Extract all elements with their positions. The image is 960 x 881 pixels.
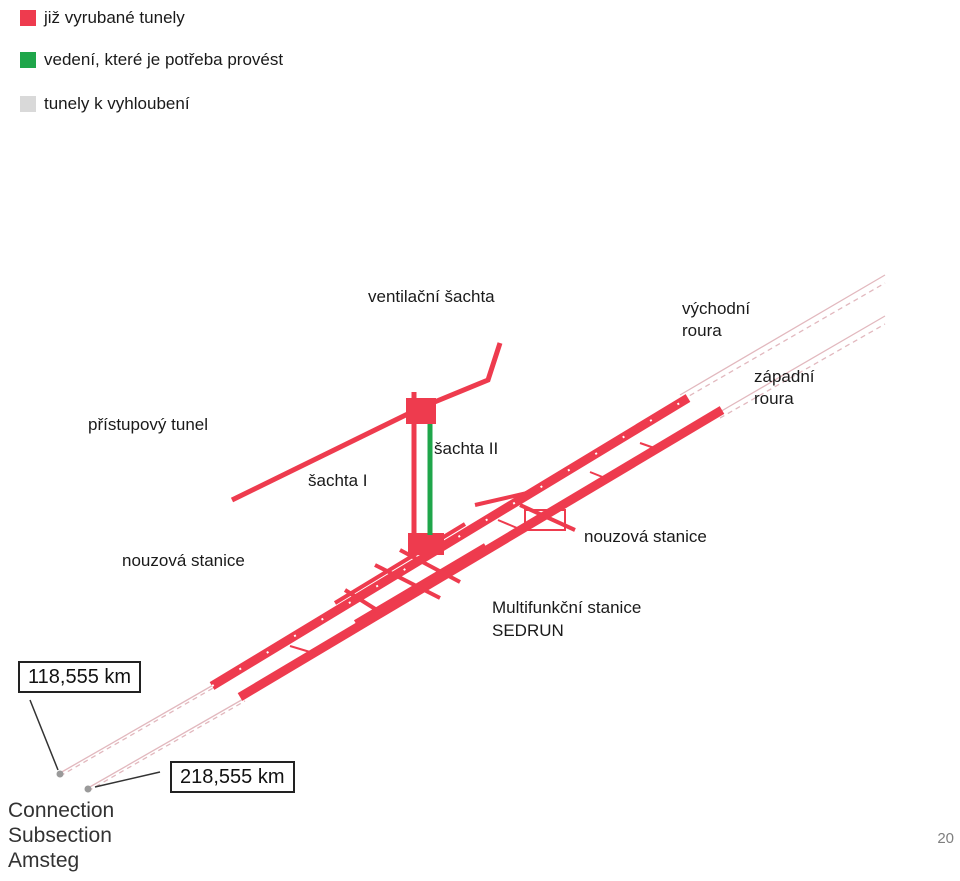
access-tunnel [230, 342, 503, 503]
label-shaft-1: šachta I [308, 471, 368, 490]
label-access-tunnel: přístupový tunel [88, 415, 209, 434]
portal-right [84, 785, 92, 793]
label-emergency-station-left: nouzová stanice [122, 551, 245, 570]
cross-passages [289, 442, 661, 653]
future-tunnel-lower-left [59, 683, 246, 792]
future-tunnel-upper-right [679, 274, 886, 419]
page-number: 20 [937, 830, 954, 847]
label-east-tube-2: roura [682, 321, 722, 340]
km-marker-2: 218,555 km [170, 761, 295, 793]
shaft-top-block [406, 398, 436, 424]
km-pointer-2 [94, 771, 161, 788]
portal-left [56, 770, 64, 778]
legend-swatch-planned [20, 52, 36, 68]
label-east-tube-1: východní [682, 299, 751, 318]
legend-label: již vyrubané tunely [44, 8, 185, 27]
label-ventilation-shaft: ventilační šachta [368, 287, 495, 306]
connection-line-3: Amsteg [8, 849, 80, 872]
legend-label: vedení, které je potřeba provést [44, 50, 284, 69]
legend-item: vedení, které je potřeba provést [20, 50, 283, 70]
label-shaft-2: šachta II [434, 439, 499, 458]
connection-label: Connection Subsection Amsteg [8, 798, 114, 873]
label-multifunction-station-2: SEDRUN [492, 621, 564, 640]
label-west-tube-2: roura [754, 389, 794, 408]
excavated-tubes [209, 394, 725, 701]
km-pointer-1 [29, 699, 59, 771]
legend-swatch-excavated [20, 10, 36, 26]
label-west-tube-1: západní [754, 367, 815, 386]
legend-swatch-to-dig [20, 96, 36, 112]
connection-line-2: Subsection [8, 824, 112, 847]
connection-line-1: Connection [8, 799, 115, 822]
label-multifunction-station-1: Multifunkční stanice [492, 598, 642, 617]
legend-label: tunely k vyhloubení [44, 94, 190, 113]
multifunction-station [333, 488, 576, 624]
label-emergency-station-right: nouzová stanice [584, 527, 707, 546]
legend-item: již vyrubané tunely [20, 8, 185, 28]
legend-item: tunely k vyhloubení [20, 94, 190, 114]
km-marker-1: 118,555 km [18, 661, 142, 693]
